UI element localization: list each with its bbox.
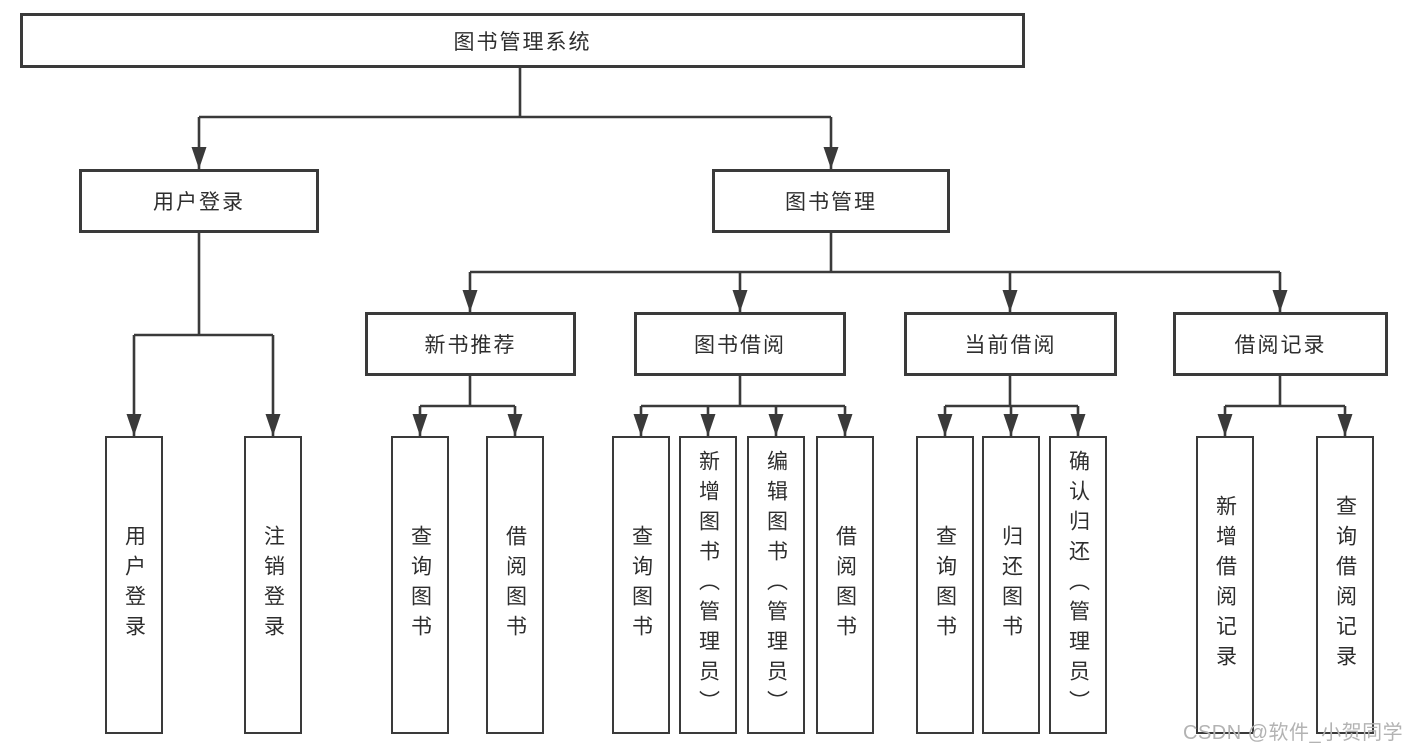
node-new-book-recommend: 新书推荐 xyxy=(365,312,576,376)
leaf-borrow-book: 借阅图书 xyxy=(816,436,874,734)
leaf-query-book-current: 查询图书 xyxy=(916,436,974,734)
leaf-query-borrow-record: 查询借阅记录 xyxy=(1316,436,1374,734)
node-label: 查询借阅记录 xyxy=(1333,495,1357,675)
leaf-edit-book-admin: 编辑图书（管理员） xyxy=(747,436,805,734)
node-label: 借阅图书 xyxy=(833,525,857,645)
leaf-query-book-recommend: 查询图书 xyxy=(391,436,449,734)
node-label: 图书借阅 xyxy=(694,334,786,357)
leaf-return-book: 归还图书 xyxy=(982,436,1040,734)
node-label: 确认归还（管理员） xyxy=(1066,450,1090,720)
node-label: 图书管理系统 xyxy=(453,30,592,54)
node-label: 编辑图书（管理员） xyxy=(764,450,788,720)
leaf-add-borrow-record: 新增借阅记录 xyxy=(1196,436,1254,734)
node-label: 借阅图书 xyxy=(503,525,527,645)
node-label: 借阅记录 xyxy=(1234,334,1327,357)
node-label: 归还图书 xyxy=(999,525,1023,645)
leaf-logout: 注销登录 xyxy=(244,436,302,734)
node-label: 查询图书 xyxy=(629,525,653,645)
csdn-watermark: CSDN @软件_小贺同学 xyxy=(1183,722,1404,744)
node-borrow-records: 借阅记录 xyxy=(1173,312,1388,376)
node-label: 新增图书（管理员） xyxy=(696,450,720,720)
node-book-borrow: 图书借阅 xyxy=(634,312,846,376)
node-label: 新书推荐 xyxy=(424,334,517,357)
node-user-login: 用户登录 xyxy=(79,169,319,233)
node-current-borrow: 当前借阅 xyxy=(904,312,1117,376)
leaf-user-login: 用户登录 xyxy=(105,436,163,734)
node-label: 图书管理 xyxy=(785,191,877,214)
node-label: 新增借阅记录 xyxy=(1213,495,1237,675)
leaf-confirm-return-admin: 确认归还（管理员） xyxy=(1049,436,1107,734)
node-label: 用户登录 xyxy=(122,525,146,645)
arrowheads xyxy=(126,147,1353,436)
node-label: 当前借阅 xyxy=(964,334,1057,357)
connector-path xyxy=(132,68,1347,436)
leaf-borrow-book-recommend: 借阅图书 xyxy=(486,436,544,734)
leaf-query-book-borrow: 查询图书 xyxy=(612,436,670,734)
node-label: 注销登录 xyxy=(261,525,285,645)
node-label: 用户登录 xyxy=(153,191,245,214)
node-label: 查询图书 xyxy=(933,525,957,645)
node-root-system: 图书管理系统 xyxy=(20,13,1025,68)
leaf-add-book-admin: 新增图书（管理员） xyxy=(679,436,737,734)
node-label: 查询图书 xyxy=(408,525,432,645)
node-book-management: 图书管理 xyxy=(712,169,950,233)
